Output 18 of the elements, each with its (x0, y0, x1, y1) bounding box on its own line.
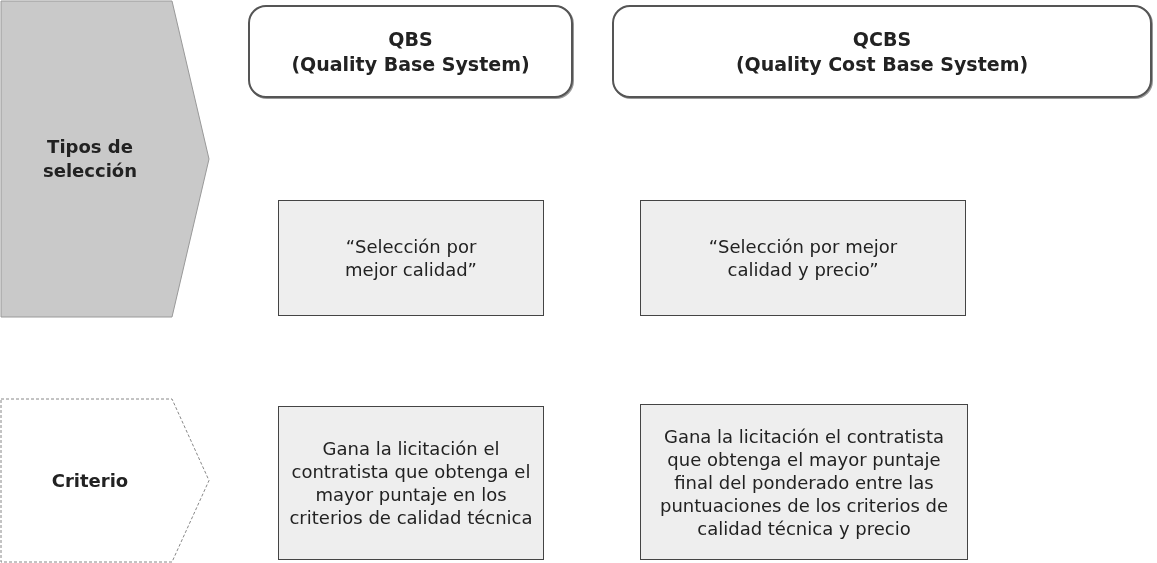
chevron-shape (0, 0, 210, 318)
chevron-shape (0, 398, 210, 563)
header-subtitle: (Quality Cost Base System) (735, 51, 1029, 77)
text-box (278, 406, 544, 560)
header-box (612, 5, 1152, 98)
header-title: QCBS (852, 26, 912, 52)
row-label: Tipos de selección (42, 135, 138, 183)
text-box (640, 200, 966, 316)
cell-text: “Selección por mejor calidad y precio” (707, 235, 899, 281)
header-subtitle: (Quality Base System) (291, 51, 530, 77)
text-box (278, 200, 544, 316)
cell-text: “Selección por mejor calidad” (344, 235, 478, 281)
cell-text: Gana la licitación el contratista que obtenga el mayor puntaje final del ponderado entre las puntuaciones de los criterios de calidad técnica y precio (659, 424, 949, 540)
cell-text: Gana la licitación el contratista que obtenga el mayor puntaje en los criterios de calidad técnica (288, 437, 534, 529)
text-box (640, 404, 968, 560)
header-box (248, 5, 573, 98)
header-title: QBS (388, 26, 433, 52)
row-label: Criterio (51, 468, 130, 493)
